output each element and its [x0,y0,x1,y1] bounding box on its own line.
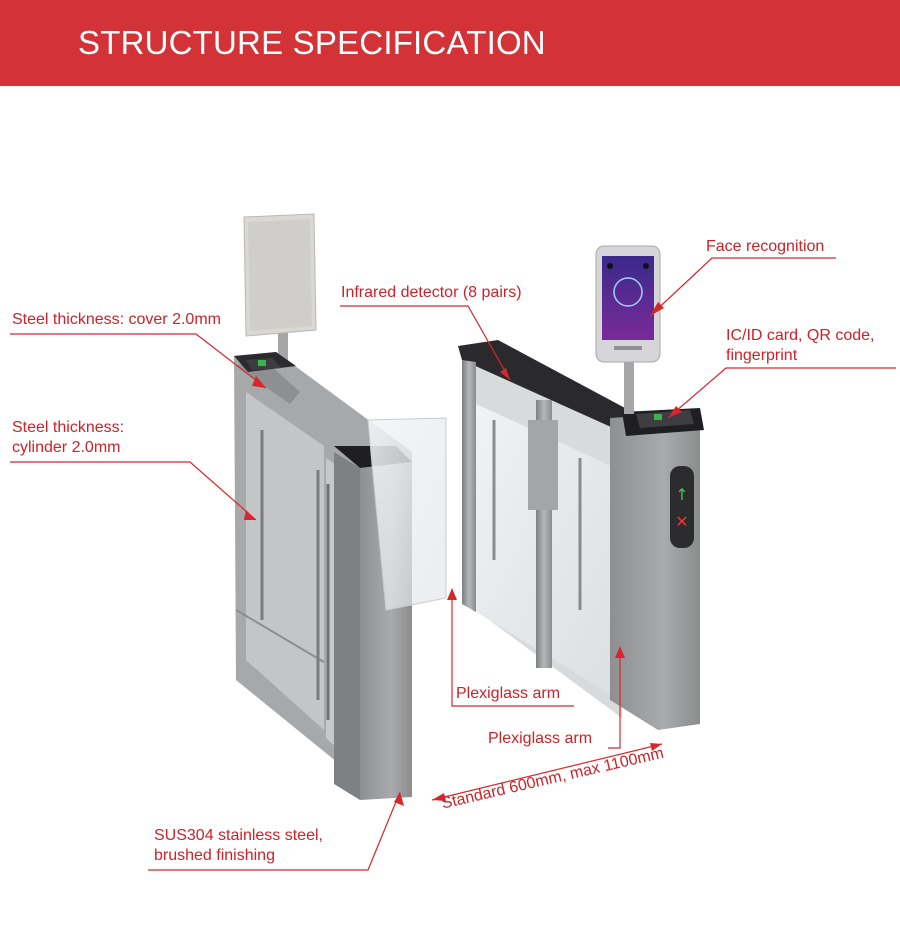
label-steel-cylinder: Steel thickness:cylinder 2.0mm [12,419,125,456]
left-plexiglass-arm [367,417,447,611]
direction-indicator-panel [670,466,694,548]
face-recognition-terminal [595,245,661,414]
label-card-reader: IC/ID card, QR code,fingerprint [726,327,875,364]
label-sus304: SUS304 stainless steel,brushed finishing [154,827,323,864]
right-turnstile-unit: ↑ ✕ [458,340,704,730]
label-face-recognition: Face recognition [706,238,825,255]
label-steel-cover: Steel thickness: cover 2.0mm [12,311,221,328]
dimension-line [431,743,663,801]
right-arrow-indicator [654,414,662,420]
pass-arrow-icon: ↑ [675,485,688,504]
label-infrared-detector: Infrared detector (8 pairs) [341,284,522,301]
page-title: STRUCTURE SPECIFICATION [78,24,546,61]
leader-lines [10,257,896,871]
leader-card [667,367,896,419]
leader-plexi-2 [608,648,621,749]
label-plexiglass-arm-1: Plexiglass arm [456,685,561,702]
stop-cross-icon: ✕ [675,512,688,531]
leader-infrared [340,305,511,381]
leader-face [649,257,836,317]
leader-cylinder [10,461,257,521]
left-arrow-indicator [258,360,266,366]
leader-cover [10,333,267,389]
leader-sus [148,791,401,871]
header-banner: STRUCTURE SPECIFICATION [0,0,900,86]
leader-plexi-1 [451,590,574,707]
leader-arrowheads [244,302,682,806]
label-plexiglass-arm-2: Plexiglass arm [488,730,593,747]
